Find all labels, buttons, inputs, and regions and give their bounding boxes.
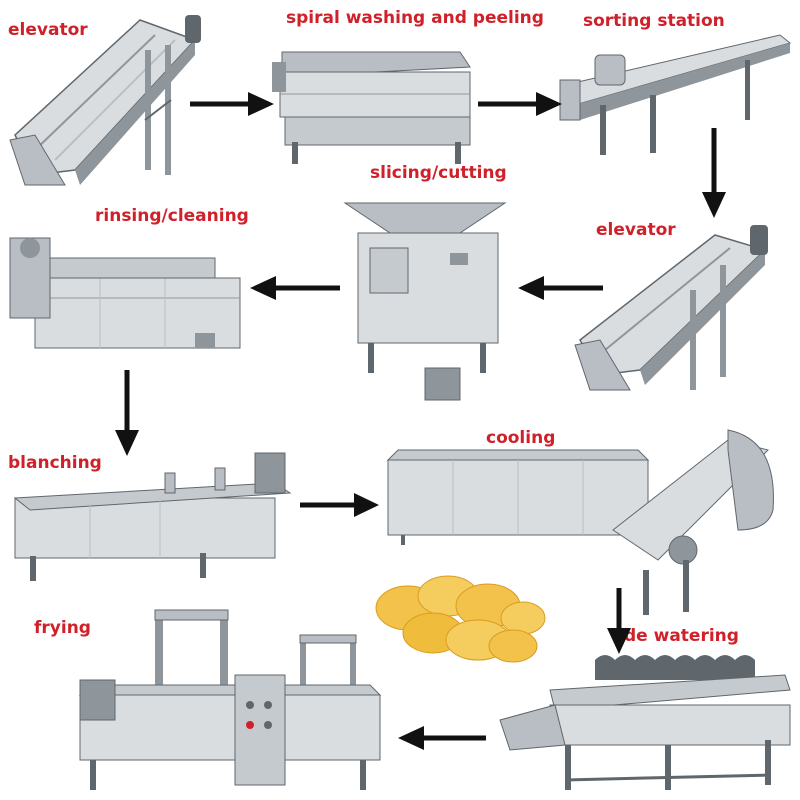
arrow-left-3 <box>398 726 486 750</box>
arrow-left-1 <box>518 276 603 300</box>
spiral-washing-machine <box>272 51 471 164</box>
rinsing-cleaning-machine <box>9 237 241 349</box>
label-elevator-2: elevator <box>596 220 676 240</box>
label-rinsing-cleaning: rinsing/cleaning <box>95 206 249 226</box>
dewatering-machine <box>499 655 791 790</box>
arrow-right-3 <box>300 493 379 517</box>
arrow-down-3 <box>607 588 631 654</box>
elevator-machine-1 <box>9 15 201 186</box>
label-cooling: cooling <box>486 428 556 448</box>
label-sorting-station: sorting station <box>583 11 725 31</box>
arrow-down-1 <box>702 128 726 218</box>
arrow-right-2 <box>478 92 562 116</box>
label-slicing-cutting: slicing/cutting <box>370 163 507 183</box>
label-blanching: blanching <box>8 453 102 473</box>
label-spiral-washing: spiral washing and peeling <box>286 8 544 28</box>
sorting-station-machine <box>559 34 792 155</box>
cooling-machine <box>386 429 774 615</box>
arrow-right-1 <box>190 92 274 116</box>
arrow-down-2 <box>115 370 139 456</box>
arrow-left-2 <box>250 276 340 300</box>
label-de-watering: de watering <box>624 626 739 646</box>
blanching-machine <box>13 452 292 581</box>
label-elevator-1: elevator <box>8 20 88 40</box>
label-frying: frying <box>34 618 91 638</box>
slicing-cutting-machine <box>343 202 507 401</box>
potato-chips-image <box>375 575 546 663</box>
frying-machine <box>78 609 382 790</box>
elevator-machine-2 <box>574 225 768 391</box>
